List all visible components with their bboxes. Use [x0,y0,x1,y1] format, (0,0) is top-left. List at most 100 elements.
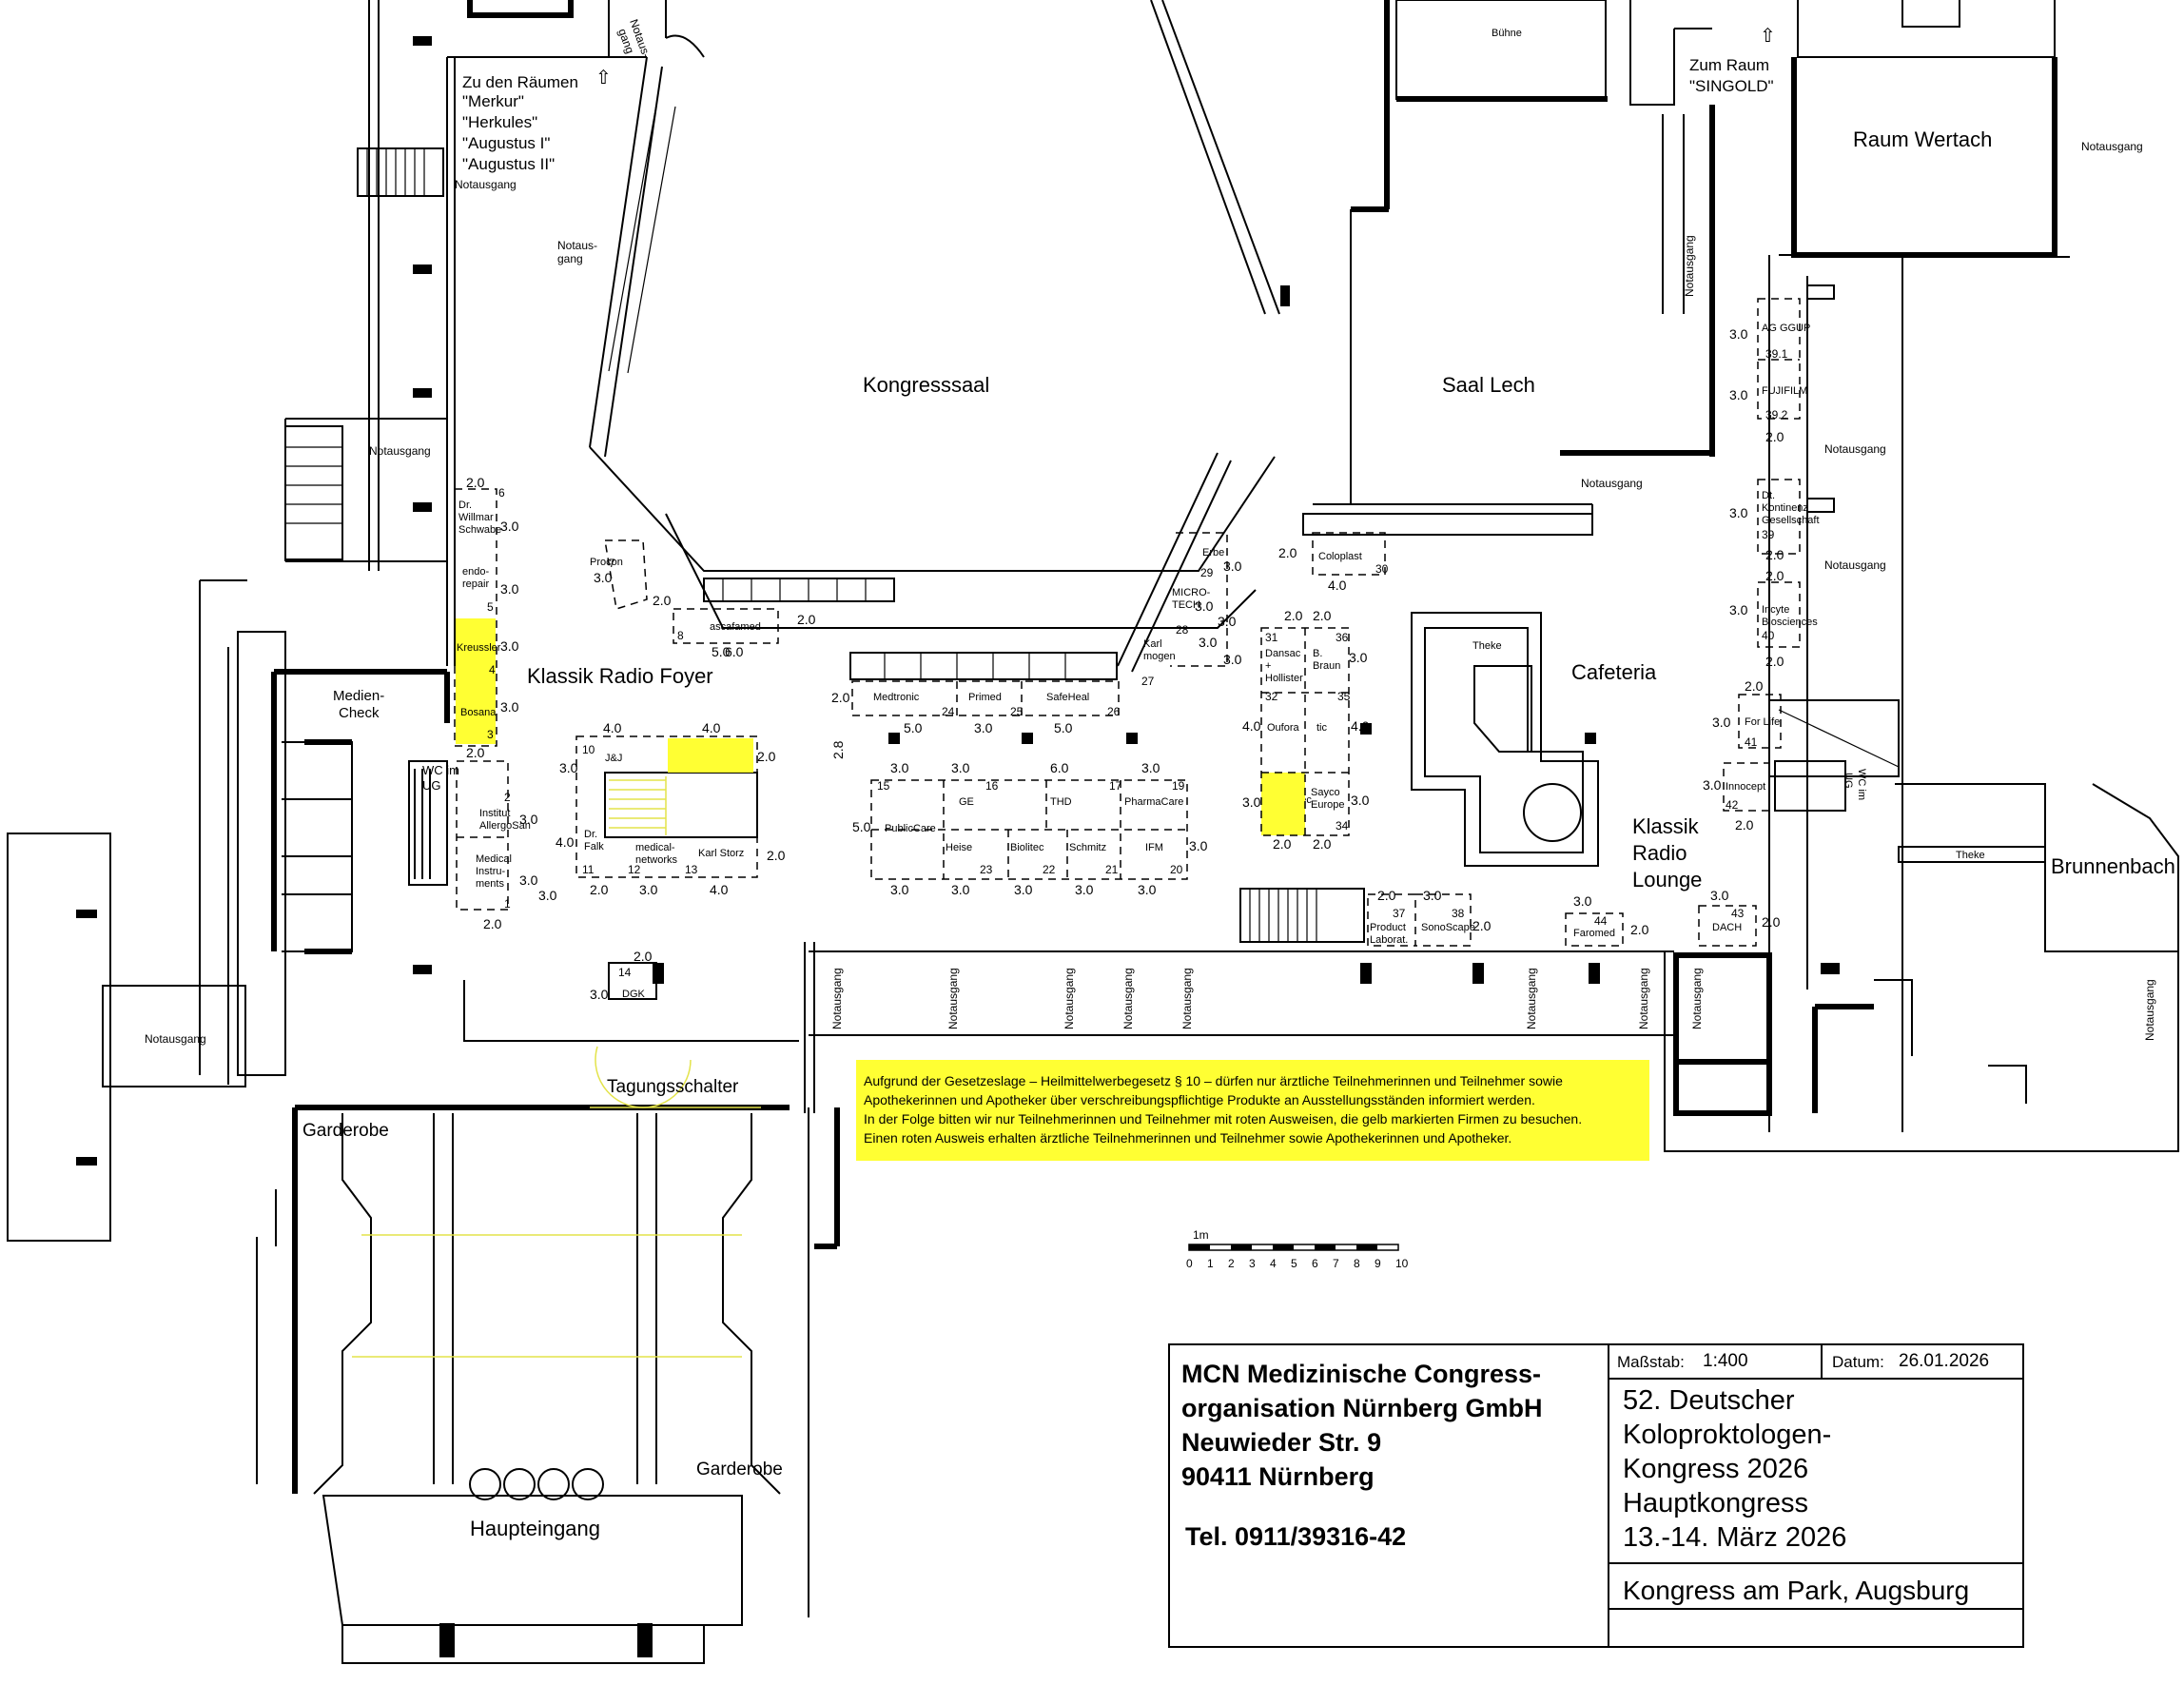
saal-lech-bold [1351,105,1715,457]
dimension-label: 3.0 [639,882,658,897]
pillar [1126,733,1138,744]
room-wc-ug-2: UG [422,778,441,793]
room-raum-wertach: Raum Wertach [1853,127,1992,151]
dimension-label: 4.0 [1328,578,1347,593]
booth-group-right-lines [1261,628,1349,835]
right-stair-box [1768,699,1900,777]
dimension-label: 2.0 [757,749,776,764]
dimension-label: 2.0 [1735,817,1754,833]
stair-top-left [357,147,444,197]
scale-tick: 9 [1375,1257,1381,1270]
booth-group-falk [575,735,758,878]
date-label: Datum: [1832,1353,1884,1371]
dimension-label: 3.0 [890,882,909,897]
dimension-label: 2.0 [1745,678,1764,694]
pillar [76,1157,97,1166]
booth-name: Dt. [1762,490,1775,501]
booth-name: Europe [1311,799,1344,811]
booth-number: 36 [1336,631,1349,644]
notausgang-label: Notausgang [1683,235,1696,297]
pillar [1360,723,1372,735]
notausgang-label: Notausgang [1581,477,1643,490]
dimension-label: 2.0 [1313,608,1332,623]
dimension-label: 2.0 [797,612,816,627]
booth-name: IFM [1145,842,1163,853]
stair-steps [285,446,342,524]
room-wc-ug2-2: UG [1843,773,1854,789]
wall-medien-check-bold [271,669,450,954]
arrow-up-icon: ⇧ [1760,26,1776,47]
booth-name: Procon [590,557,623,568]
door-circle [572,1468,604,1500]
room-haupteingang: Haupteingang [470,1517,600,1540]
room-tagungsschalter: Tagungsschalter [607,1077,739,1097]
booth-number: 39.2 [1765,408,1788,421]
venue-row [1608,1562,2022,1610]
dimension-label: 3.0 [1729,602,1748,617]
dimension-label: 3.0 [951,760,970,775]
dimension-label: 5.0 [852,819,871,834]
notausgang-label: Notausgang [145,1032,206,1046]
booth-name: Schmitz [1069,842,1106,853]
entrance-columns [433,1113,657,1484]
pillar [76,910,97,918]
left-annex-outline [7,833,111,1242]
dimension-label: 3.0 [1729,505,1748,520]
wc-stairs [414,769,431,879]
dimension-label: 4.0 [556,834,575,850]
dimension-label: 5.0 [1054,720,1073,735]
notausgang-label: Notausgang [1121,968,1135,1029]
cafeteria-theke [1473,665,1532,753]
booth-number: 43 [1731,907,1745,920]
dimension-label: 2.0 [1284,608,1303,623]
booth-name: Gesellschaft [1762,515,1820,526]
dimension-label: 3.0 [594,570,613,585]
booth-number: 40 [1762,629,1775,642]
booth-group-medtronic [851,680,1120,716]
event-line: 52. Deutscher [1623,1385,1795,1416]
corridor-left-edge [804,942,815,1113]
booth-name: Incyte [1762,604,1789,616]
direction-line: Zum Raum [1689,56,1769,74]
kongresssaal-walls [665,0,1280,315]
booth-number: 15 [877,779,890,793]
booth-name: Faromed [1573,928,1615,939]
showcase-divisions [884,653,1066,679]
dimension-label: 3.0 [500,519,519,534]
booth-name: DACH [1712,922,1742,933]
pillar [413,502,432,512]
direction-line: "Augustus I" [462,134,550,152]
dimension-label: 2.0 [1630,922,1649,937]
booth-name: endo- [462,566,489,578]
scale-tick: 5 [1291,1257,1297,1270]
dimension-label: 2.0 [1765,654,1784,669]
dimension-label: 3.0 [1703,777,1722,793]
scale-tick: 7 [1333,1257,1339,1270]
entrance-walls [256,1107,809,1617]
booth-group-fuji [1757,298,1801,420]
booth-number: 27 [1141,675,1155,688]
stair-mid-corridor [1239,888,1365,943]
booth-convatec-highlight [1261,773,1305,835]
entrance-bold [292,1105,840,1494]
dimension-label: 2.0 [1765,429,1784,444]
booth-group-institut [456,760,509,911]
booth-name: SonoScape [1421,922,1475,933]
booth-name: Kontinenz [1762,502,1808,514]
booth-bosana-highlight [456,681,496,744]
cafeteria-walls [1411,612,1599,867]
pillar [1022,733,1033,744]
booth-name: Product [1370,922,1406,933]
booth-diagonal-group [1170,532,1228,667]
stair-left-notausgang [284,425,343,560]
